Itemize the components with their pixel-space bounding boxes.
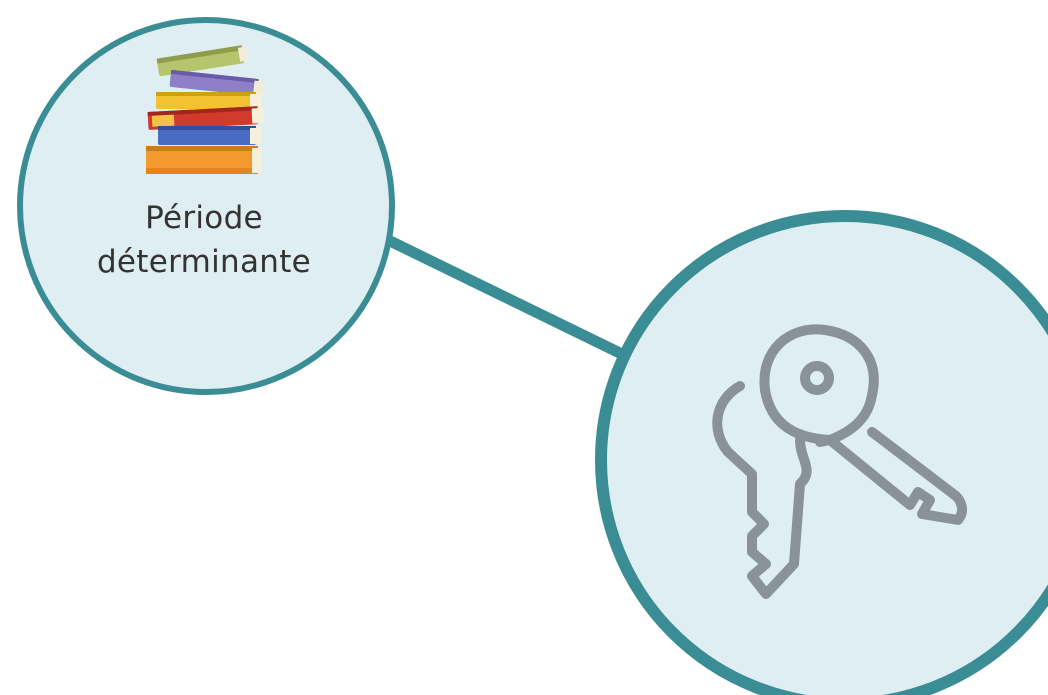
node-label-line-1: Période	[145, 200, 263, 236]
connector-line	[382, 234, 636, 364]
node-circle-periode	[17, 17, 395, 395]
node-label-periode: Période déterminante	[64, 196, 344, 284]
keys-icon	[712, 324, 968, 599]
node-label-line-2: déterminante	[96, 244, 312, 280]
node-circle-key	[595, 210, 1048, 695]
books-stack-icon	[146, 45, 265, 174]
